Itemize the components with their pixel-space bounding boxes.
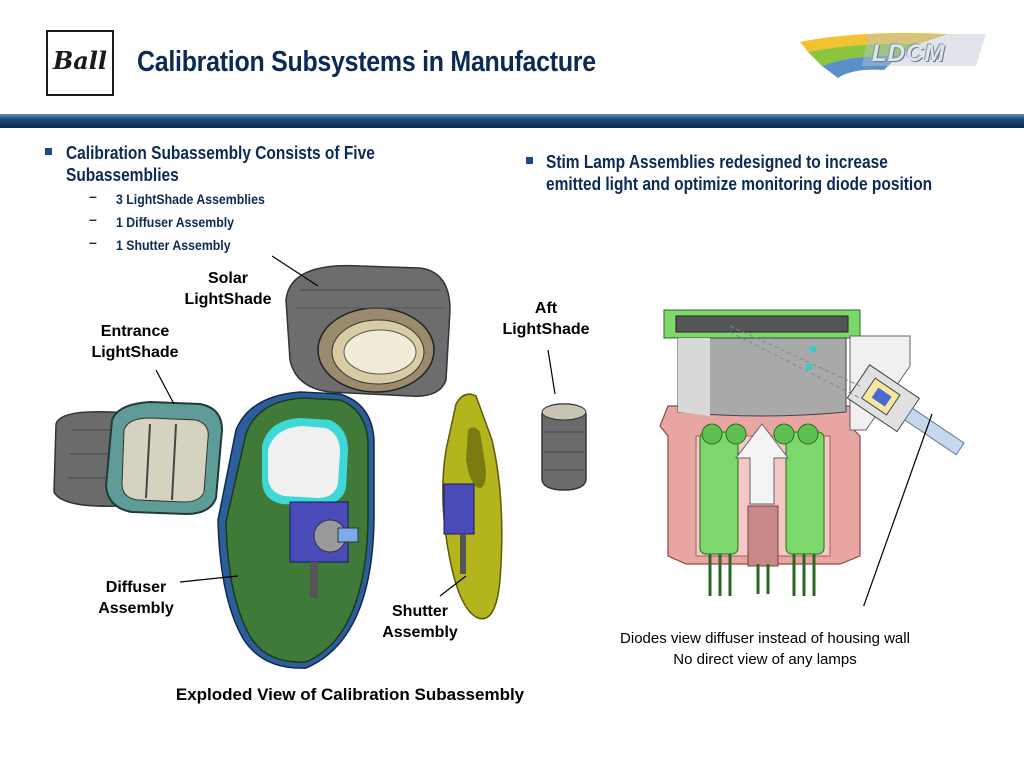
subitem-diffuser: 1 Diffuser Assembly [116,214,235,230]
label-aft-line1: Aft [534,300,558,317]
subitem-lightshade: 3 LightShade Assemblies [116,191,265,207]
diffuser-assembly-part [217,391,375,669]
bullet-marker [45,148,52,155]
leader-shutter [439,575,467,597]
page-title: Calibration Subsystems in Manufacture [137,46,596,78]
lamp-caption-line1: Diodes view diffuser instead of housing … [620,630,910,647]
lamp-caption-line2: No direct view of any lamps [673,651,857,668]
leader-entrance [155,369,175,405]
bullet-marker [526,157,533,164]
label-diffuser-line1: Diffuser [105,579,167,596]
label-aft-lightshade: Aft LightShade [488,298,604,340]
leader-diffuser [179,575,239,583]
exploded-view-illustration [53,255,587,669]
label-shutter-assembly: Shutter Assembly [368,601,472,643]
ball-logo-text: Ball [52,46,108,75]
leader-diode [863,413,933,606]
dash-marker: – [89,234,97,250]
solar-lightshade-part [285,264,451,397]
ball-logo: Ball [46,30,114,96]
entrance-lightshade-part [53,400,224,516]
ldcm-logo [800,33,986,78]
label-diffuser-assembly: Diffuser Assembly [82,577,190,619]
leader-aft [547,349,556,395]
dash-marker: – [89,188,97,204]
left-bullet-line2: Subassemblies [66,165,179,185]
label-entrance-line2: LightShade [91,344,179,361]
shutter-assembly-part [442,393,503,620]
right-bullet-line1: Stim Lamp Assemblies redesigned to incre… [546,152,888,172]
aft-lightshade-part [541,403,587,491]
exploded-view-caption: Exploded View of Calibration Subassembly [175,685,525,704]
subitem-shutter: 1 Shutter Assembly [116,237,231,253]
label-solar-line2: LightShade [184,291,272,308]
header-divider [0,114,1024,128]
ldcm-logo-text: LDCM [872,40,946,67]
left-bullet-text: Calibration Subassembly Consists of Five… [66,142,436,186]
label-shutter-line2: Assembly [382,624,458,641]
dash-marker: – [89,211,97,227]
label-diffuser-line2: Assembly [98,600,174,617]
label-solar-lightshade: Solar LightShade [170,268,286,310]
label-shutter-line1: Shutter [392,603,448,620]
lamp-caption: Diodes view diffuser instead of housing … [580,628,950,670]
left-bullet-line1: Calibration Subassembly Consists of Five [66,143,375,163]
right-bullet-line2: emitted light and optimize monitoring di… [546,174,933,194]
label-aft-line2: LightShade [502,321,590,338]
label-entrance-lightshade: Entrance LightShade [76,321,194,363]
label-entrance-line1: Entrance [100,323,170,340]
stim-lamp-cross-section [659,309,965,606]
label-solar-line1: Solar [207,270,248,287]
leader-solar [271,255,319,287]
right-bullet-text: Stim Lamp Assemblies redesigned to incre… [546,151,976,195]
